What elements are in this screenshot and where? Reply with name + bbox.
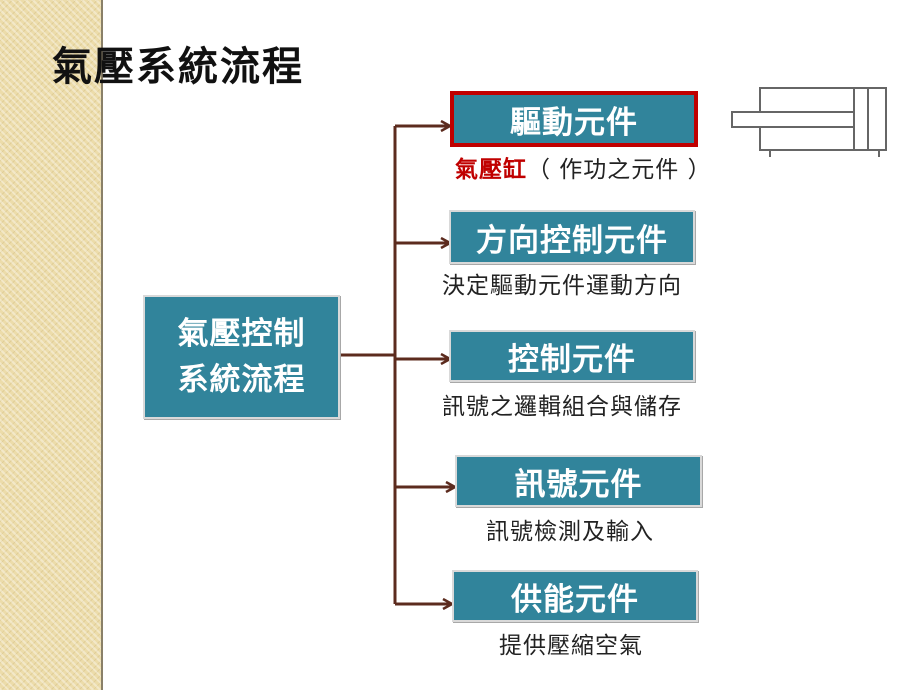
drive-element-caption: 氣壓缸（ 作功之元件 ）	[455, 150, 712, 184]
signal-element-caption: 訊號檢測及輸入	[486, 519, 654, 545]
signal-element-box: 訊號元件	[455, 455, 702, 507]
direction-control-caption: 決定驅動元件運動方向	[442, 273, 682, 299]
control-element-box: 控制元件	[449, 330, 695, 382]
main-box-line2: 系統流程	[177, 362, 306, 398]
supply-element-box: 供能元件	[452, 570, 698, 622]
direction-control-box: 方向控制元件	[449, 210, 695, 264]
drive-element-box: 驅動元件	[450, 91, 698, 147]
control-element-caption: 訊號之邏輯組合與儲存	[442, 394, 682, 420]
drive-caption-text: （ 作功之元件 ）	[527, 157, 712, 183]
slide-title: 氣壓系統流程	[52, 44, 304, 90]
main-process-box: 氣壓控制 系統流程	[143, 295, 340, 419]
main-box-line1: 氣壓控制	[177, 316, 306, 352]
cylinder-label: 氣壓缸	[455, 157, 527, 183]
pneumatic-cylinder-icon	[731, 87, 887, 157]
supply-element-caption: 提供壓縮空氣	[499, 633, 643, 659]
decorative-side-strip	[0, 0, 103, 690]
